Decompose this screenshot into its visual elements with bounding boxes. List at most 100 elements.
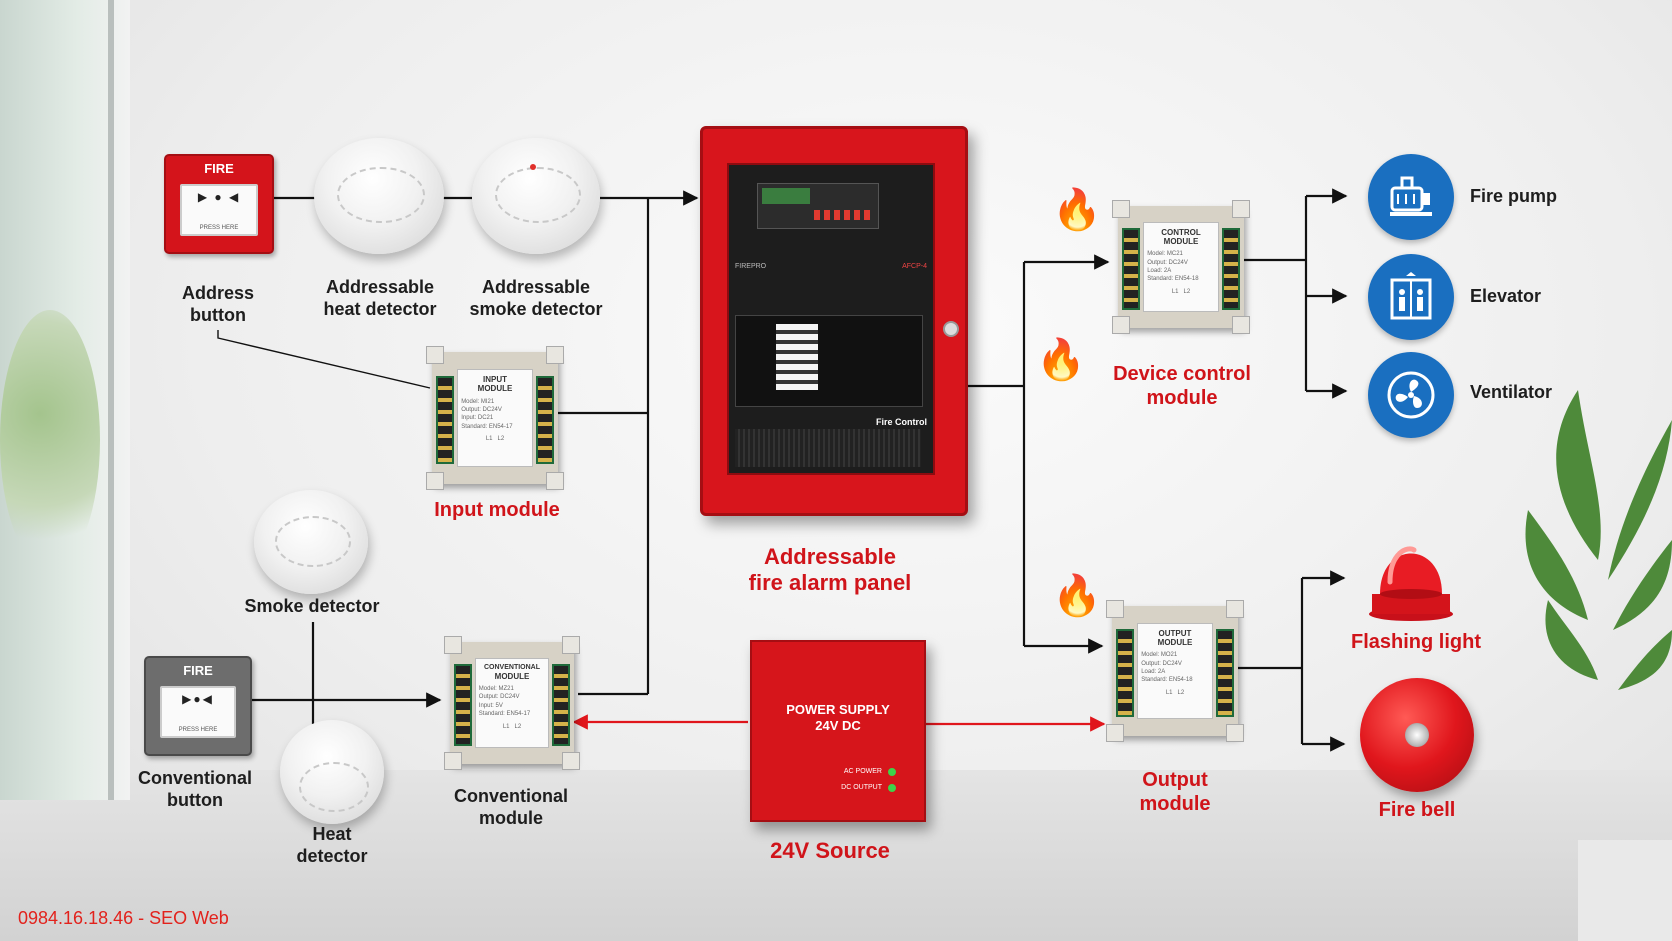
call-point-arrows: ▶ ● ◀ — [197, 190, 241, 204]
module-title: OUTPUT — [1158, 628, 1192, 638]
module-face: CONVENTIONAL MODULE Model: MZ21 Output: … — [474, 657, 550, 749]
psu-line: 24V DC — [815, 718, 861, 734]
flashing-light-beacon — [1369, 546, 1453, 621]
conventional-heat-detector — [280, 720, 384, 824]
module-mount-tab — [426, 346, 444, 364]
panel-brand: FIREPRO — [735, 263, 767, 270]
label-address-button: Address button — [168, 283, 268, 326]
label-device-control-module: Device control module — [1100, 362, 1264, 410]
module-title: CONVENTIONAL — [484, 663, 540, 671]
ventilator-icon-circle — [1368, 352, 1454, 438]
module-terminals: L1 L2 — [1171, 288, 1191, 295]
footer-contact: 0984.16.18.46 - SEO Web — [18, 908, 229, 928]
label-conventional-button: Conventional button — [130, 768, 260, 811]
background-tree — [0, 310, 100, 570]
address-call-point: FIRE ▶ ● ◀ PRESS HERE — [164, 154, 274, 254]
terminal-block — [436, 375, 454, 465]
module-spec: Model: MO21 Output: DC24V Load: 2A Stand… — [1141, 652, 1193, 684]
module-mount-tab — [562, 752, 580, 770]
label-elevator: Elevator — [1470, 286, 1542, 306]
module-terminals: L1 L2 — [1165, 689, 1185, 696]
label-line: module — [1146, 387, 1218, 409]
label-line: Address — [181, 283, 255, 303]
bell-striker — [1405, 723, 1429, 747]
label-input-module: Input module — [434, 499, 560, 521]
flame-icon: 🔥 — [1052, 188, 1102, 232]
elevator-icon — [1390, 272, 1432, 320]
module-spec: Model: MC21 Output: DC24V Load: 2A Stand… — [1147, 251, 1199, 283]
label-24v-source: 24V Source — [770, 838, 890, 863]
terminal-block — [1122, 227, 1140, 311]
module-mount-tab — [1232, 200, 1250, 218]
module-title: MODULE — [1157, 638, 1193, 648]
label-line: heat detector — [323, 298, 437, 319]
label-panel: Addressable fire alarm panel — [720, 544, 940, 597]
module-mount-tab — [1226, 600, 1244, 618]
fan-icon — [1387, 371, 1435, 419]
panel-buttons — [814, 210, 874, 220]
label-smoke-detector: Addressable smoke detector — [456, 277, 616, 320]
output-module: OUTPUT MODULE Model: MO21 Output: DC24V … — [1106, 600, 1244, 742]
module-title: INPUT — [483, 375, 507, 385]
module-terminals: L1 L2 — [502, 723, 522, 730]
module-spec: Model: MI21 Output: DC24V Input: DC21 St… — [461, 398, 513, 430]
label-fire-pump: Fire pump — [1470, 186, 1558, 206]
call-point-title: FIRE — [183, 663, 213, 678]
pump-icon — [1390, 176, 1432, 216]
background-window — [0, 0, 130, 800]
detector-vents — [495, 167, 581, 224]
terminal-block — [1216, 629, 1234, 717]
module-mount-tab — [1112, 316, 1130, 334]
detector-vents — [274, 516, 352, 567]
elevator-icon-circle — [1368, 254, 1454, 340]
panel-rack — [735, 315, 923, 407]
panel-lock — [943, 321, 959, 337]
psu-ac-label: AC POWER — [843, 768, 882, 775]
panel-speaker-grille — [735, 429, 921, 467]
label-ventilator: Ventilator — [1470, 382, 1553, 402]
label-conv-smoke-detector: Smoke detector — [244, 596, 380, 616]
psu-line: POWER SUPPLY — [786, 702, 890, 717]
addressable-heat-detector — [314, 138, 444, 254]
addressable-smoke-detector — [472, 138, 600, 254]
module-mount-tab — [426, 472, 444, 490]
module-mount-tab — [1106, 724, 1124, 742]
module-mount-tab — [1232, 316, 1250, 334]
module-face: CONTROL MODULE Model: MC21 Output: DC24V… — [1143, 221, 1219, 313]
conventional-call-point: FIRE ▶●◀ PRESS HERE — [144, 656, 252, 756]
module-mount-tab — [546, 346, 564, 364]
module-mount-tab — [1106, 600, 1124, 618]
label-conv-heat-detector: Heat detector — [282, 824, 382, 867]
label-flashing-light: Flashing light — [1351, 631, 1481, 653]
terminal-block — [1116, 629, 1134, 717]
module-spec: Model: MZ21 Output: DC24V Input: 5V Stan… — [478, 686, 531, 718]
detector-vents — [337, 167, 425, 224]
conventional-smoke-detector — [254, 490, 368, 594]
call-point-press-text: PRESS HERE — [199, 225, 239, 231]
panel-relays — [776, 324, 818, 390]
panel-display — [757, 183, 879, 229]
module-mount-tab — [444, 636, 462, 654]
terminal-block — [536, 375, 554, 465]
panel-model: AFCP-4 — [902, 263, 927, 270]
module-mount-tab — [546, 472, 564, 490]
panel-fire-control-label: Fire Control — [876, 417, 927, 427]
label-line: module — [478, 807, 543, 828]
conventional-module: CONVENTIONAL MODULE Model: MZ21 Output: … — [444, 636, 580, 770]
detector-led — [530, 164, 536, 170]
module-title: MODULE — [494, 671, 530, 681]
flame-icon: 🔥 — [1036, 338, 1086, 382]
fire-bell — [1360, 678, 1474, 792]
module-mount-tab — [1112, 200, 1130, 218]
power-supply: POWER SUPPLY 24V DC AC POWER DC OUTPUT — [750, 640, 926, 822]
module-mount-tab — [444, 752, 462, 770]
label-line: detector — [296, 845, 368, 866]
call-point-glass: ▶●◀ PRESS HERE — [160, 686, 236, 738]
psu-text: POWER SUPPLY 24V DC — [752, 702, 924, 735]
label-line: Addressable — [763, 544, 897, 569]
flame-icon: 🔥 — [1052, 574, 1102, 618]
detector-vents — [298, 761, 370, 813]
module-terminals: L1 L2 — [485, 436, 505, 443]
label-line: button — [190, 304, 246, 325]
